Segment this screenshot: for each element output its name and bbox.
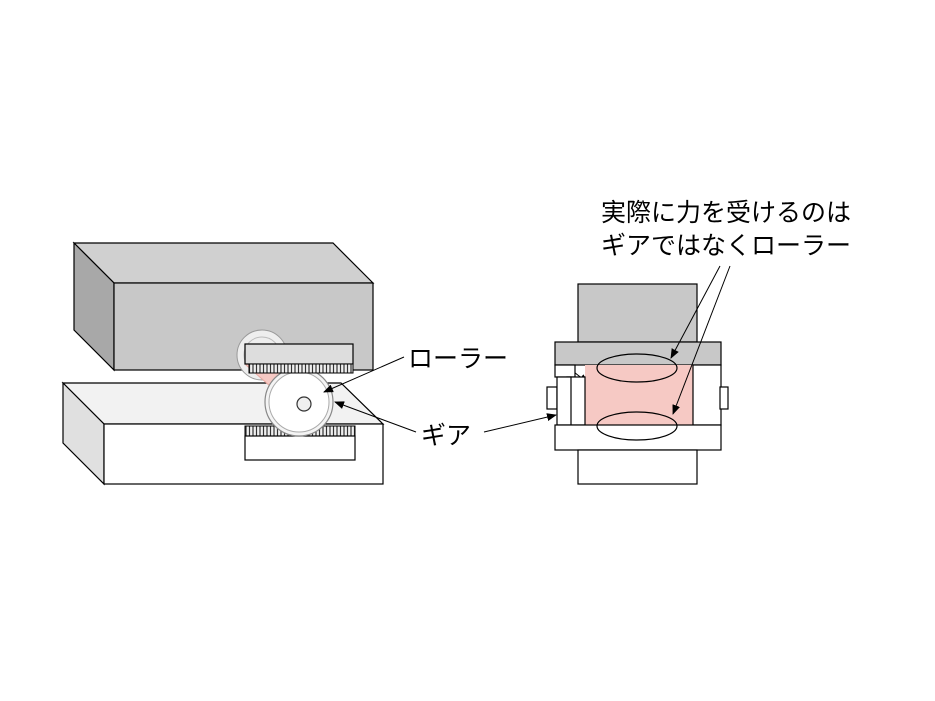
front-left-gear-upper — [554, 364, 576, 378]
lower-contact-ellipse — [596, 411, 678, 441]
front-lower-rack — [554, 424, 722, 451]
note-line-1: 実際に力を受けるのは — [601, 198, 851, 227]
upper-contact-ellipse — [596, 353, 678, 383]
front-upper-block — [577, 283, 698, 343]
note-arrow-upper — [670, 265, 721, 359]
axle-hole — [296, 396, 312, 412]
front-right-axle-stub — [719, 386, 729, 410]
lower-rack-body — [244, 435, 356, 461]
gear-label: ギア — [421, 421, 471, 450]
note-arrow-lower — [672, 265, 731, 415]
upper-rack — [244, 343, 354, 374]
front-view — [546, 283, 729, 485]
isometric-view — [61, 241, 385, 486]
roller-label: ローラー — [408, 344, 508, 373]
callouts: ローラー ギア — [323, 344, 589, 450]
note: 実際に力を受けるのは ギアではなくローラー — [601, 198, 851, 415]
front-right-gear — [692, 364, 722, 426]
upper-block-top — [72, 242, 375, 284]
front-left-gear — [556, 376, 572, 426]
gear-leader-line-right — [483, 413, 557, 433]
lower-block-top — [61, 382, 385, 425]
upper-rack-teeth — [248, 363, 354, 374]
roller-leader-line — [323, 356, 405, 393]
front-left-axle-stub — [546, 386, 558, 410]
gear-leader-line-left — [334, 401, 417, 433]
note-line-2: ギアではなくローラー — [601, 231, 851, 260]
front-lower-block — [577, 449, 698, 485]
upper-rack-body — [244, 343, 354, 365]
